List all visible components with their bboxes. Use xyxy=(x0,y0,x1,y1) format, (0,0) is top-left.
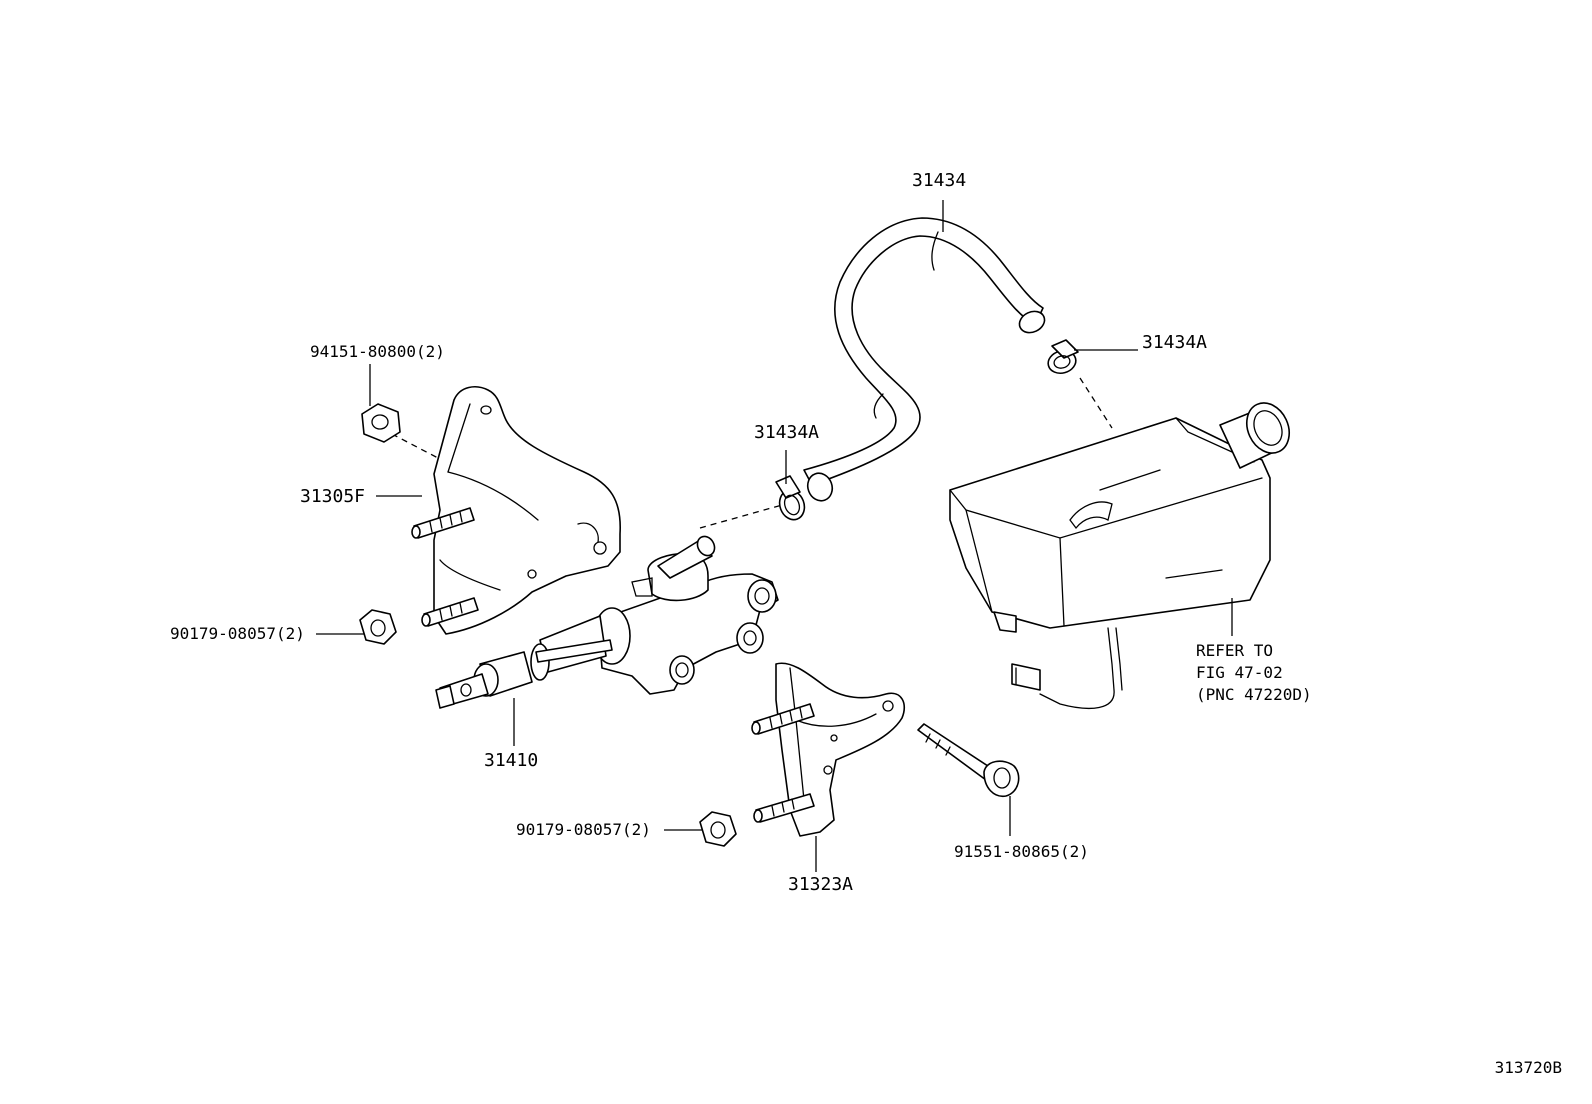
label-31410: 31410 xyxy=(484,750,539,771)
label-31434a-right: 31434A xyxy=(1142,332,1208,353)
hose-clamp-left-icon xyxy=(775,475,806,521)
label-90179-08057-upper: 90179-08057(2) xyxy=(170,624,305,643)
bracket-upper-icon xyxy=(433,386,621,635)
reservoir-hose-icon xyxy=(803,217,1046,502)
stud-icon xyxy=(751,703,815,735)
reference-note-line3: (PNC 47220D) xyxy=(1196,685,1312,704)
hose-clamp-right-icon xyxy=(1047,339,1079,375)
label-31323a: 31323A xyxy=(788,874,854,895)
reference-note-line2: FIG 47-02 xyxy=(1196,663,1283,682)
stud-icon xyxy=(753,793,815,823)
reservoir-tank-icon xyxy=(949,402,1290,710)
clutch-master-cylinder-icon xyxy=(435,535,779,709)
label-31434a-left: 31434A xyxy=(754,422,820,443)
figure-id: 313720B xyxy=(1494,1058,1562,1077)
connector-icon xyxy=(1011,663,1041,691)
assembly-line xyxy=(391,433,439,459)
bolt-icon xyxy=(917,723,1020,797)
label-94151-80800: 94151-80800(2) xyxy=(310,342,445,361)
assembly-line xyxy=(1079,377,1113,429)
label-90179-08057-lower: 90179-08057(2) xyxy=(516,820,651,839)
reference-note-line1: REFER TO xyxy=(1196,641,1274,660)
assembly-line xyxy=(699,504,783,529)
nut-icon xyxy=(361,403,401,443)
label-31434: 31434 xyxy=(912,170,967,191)
label-31305f: 31305F xyxy=(300,486,366,507)
stud-icon xyxy=(411,507,475,539)
stud-icon xyxy=(421,597,479,627)
reference-note: REFER TO FIG 47-02 (PNC 47220D) xyxy=(1196,640,1312,706)
label-91551-80865: 91551-80865(2) xyxy=(954,842,1089,861)
nut-icon xyxy=(699,811,737,847)
nut-icon xyxy=(359,609,397,645)
